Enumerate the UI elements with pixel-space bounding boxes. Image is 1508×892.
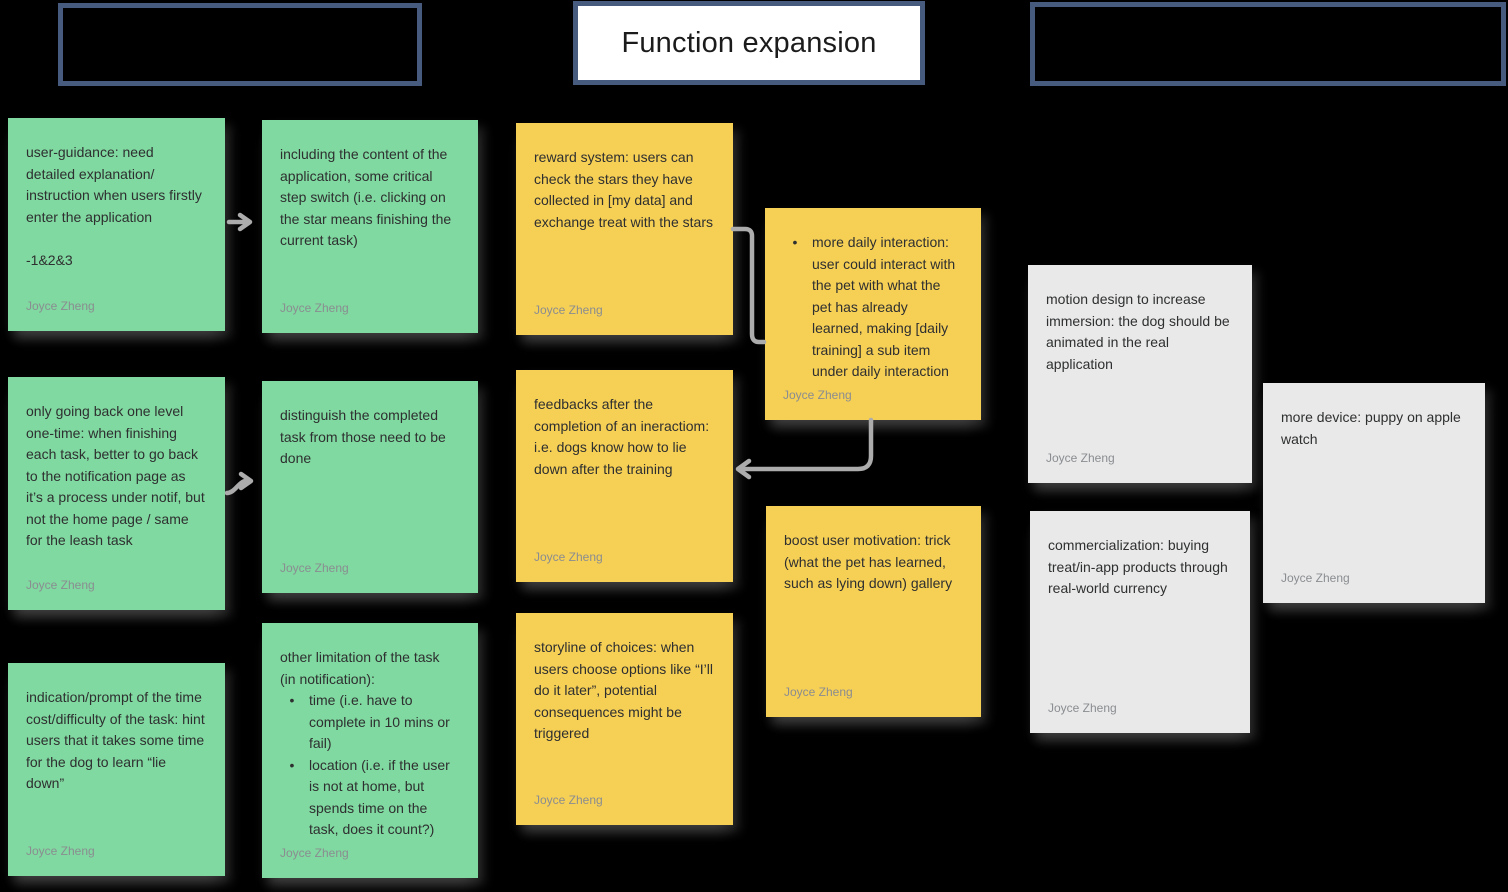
note-back-one-level[interactable]: only going back one level one-time: when…	[8, 377, 225, 610]
section-header-left[interactable]	[58, 3, 422, 86]
connector-back-one-level-to-distinguish-completed[interactable]	[224, 471, 254, 496]
note-content-inclusion[interactable]: including the content of the application…	[262, 120, 478, 333]
note-reward-system[interactable]: reward system: users can check the stars…	[516, 123, 733, 335]
note-motion-design[interactable]: motion design to increase immersion: the…	[1028, 265, 1252, 483]
note-task-limitations[interactable]: other limitation of the task (in notific…	[262, 623, 478, 878]
section-header-center-label: Function expansion	[621, 26, 877, 59]
note-more-device[interactable]: more device: puppy on apple watch Joyce …	[1263, 383, 1485, 603]
note-author: Joyce Zheng	[26, 843, 95, 858]
bullet-text: time (i.e. have to complete in 10 mins o…	[309, 692, 450, 751]
note-author: Joyce Zheng	[1281, 570, 1350, 585]
note-text: including the content of the application…	[280, 146, 456, 248]
note-text: boost user motivation: trick (what the p…	[784, 532, 955, 591]
connector-daily-interaction-to-feedbacks[interactable]	[735, 417, 874, 480]
note-distinguish-completed[interactable]: distinguish the completed task from thos…	[262, 381, 478, 593]
note-text: only going back one level one-time: when…	[26, 403, 209, 548]
note-boost-motivation[interactable]: boost user motivation: trick (what the p…	[766, 506, 981, 717]
note-text: indication/prompt of the time cost/diffi…	[26, 689, 209, 791]
note-time-indication[interactable]: indication/prompt of the time cost/diffi…	[8, 663, 225, 876]
bullet-item: • time (i.e. have to complete in 10 mins…	[280, 690, 458, 755]
bullet-text: more daily interaction: user could inter…	[812, 234, 956, 379]
note-author: Joyce Zheng	[280, 560, 349, 575]
note-user-guidance[interactable]: user-guidance: need detailed explanation…	[8, 118, 225, 331]
note-author: Joyce Zheng	[534, 792, 603, 807]
note-author: Joyce Zheng	[784, 684, 853, 699]
note-author: Joyce Zheng	[26, 577, 95, 592]
note-storyline-choices[interactable]: storyline of choices: when users choose …	[516, 613, 733, 825]
note-text: other limitation of the task (in notific…	[280, 649, 444, 687]
note-text: distinguish the completed task from thos…	[280, 407, 450, 466]
bullet-text: location (i.e. if the user is not at hom…	[309, 756, 450, 838]
bullet-item: • location (i.e. if the user is not at h…	[280, 755, 458, 841]
bullet-marker: •	[792, 234, 798, 250]
connector-user-guidance-to-content-inclusion[interactable]	[226, 212, 253, 232]
connector-reward-system-to-daily-interaction[interactable]	[730, 226, 767, 345]
note-author: Joyce Zheng	[534, 549, 603, 564]
note-feedbacks[interactable]: feedbacks after the completion of an ine…	[516, 370, 733, 582]
note-text: feedbacks after the completion of an ine…	[534, 396, 713, 477]
section-header-right[interactable]	[1030, 2, 1506, 86]
bullet-item: • more daily interaction: user could int…	[783, 232, 961, 383]
note-text: reward system: users can check the stars…	[534, 149, 713, 230]
note-daily-interaction[interactable]: • more daily interaction: user could int…	[765, 208, 981, 420]
section-header-function-expansion[interactable]: Function expansion	[573, 1, 925, 85]
note-author: Joyce Zheng	[280, 845, 349, 860]
note-author: Joyce Zheng	[26, 298, 95, 313]
note-commercialization[interactable]: commercialization: buying treat/in-app p…	[1030, 511, 1250, 733]
note-author: Joyce Zheng	[1048, 700, 1117, 715]
note-author: Joyce Zheng	[1046, 450, 1115, 465]
note-text: commercialization: buying treat/in-app p…	[1048, 537, 1232, 596]
note-author: Joyce Zheng	[280, 300, 349, 315]
note-text: more device: puppy on apple watch	[1281, 409, 1465, 447]
note-text: user-guidance: need detailed explanation…	[26, 144, 202, 268]
note-text: storyline of choices: when users choose …	[534, 639, 717, 741]
bullet-marker: •	[289, 692, 295, 708]
note-author: Joyce Zheng	[783, 387, 852, 402]
bullet-marker: •	[289, 756, 295, 773]
note-author: Joyce Zheng	[534, 302, 603, 317]
note-text: motion design to increase immersion: the…	[1046, 291, 1234, 372]
